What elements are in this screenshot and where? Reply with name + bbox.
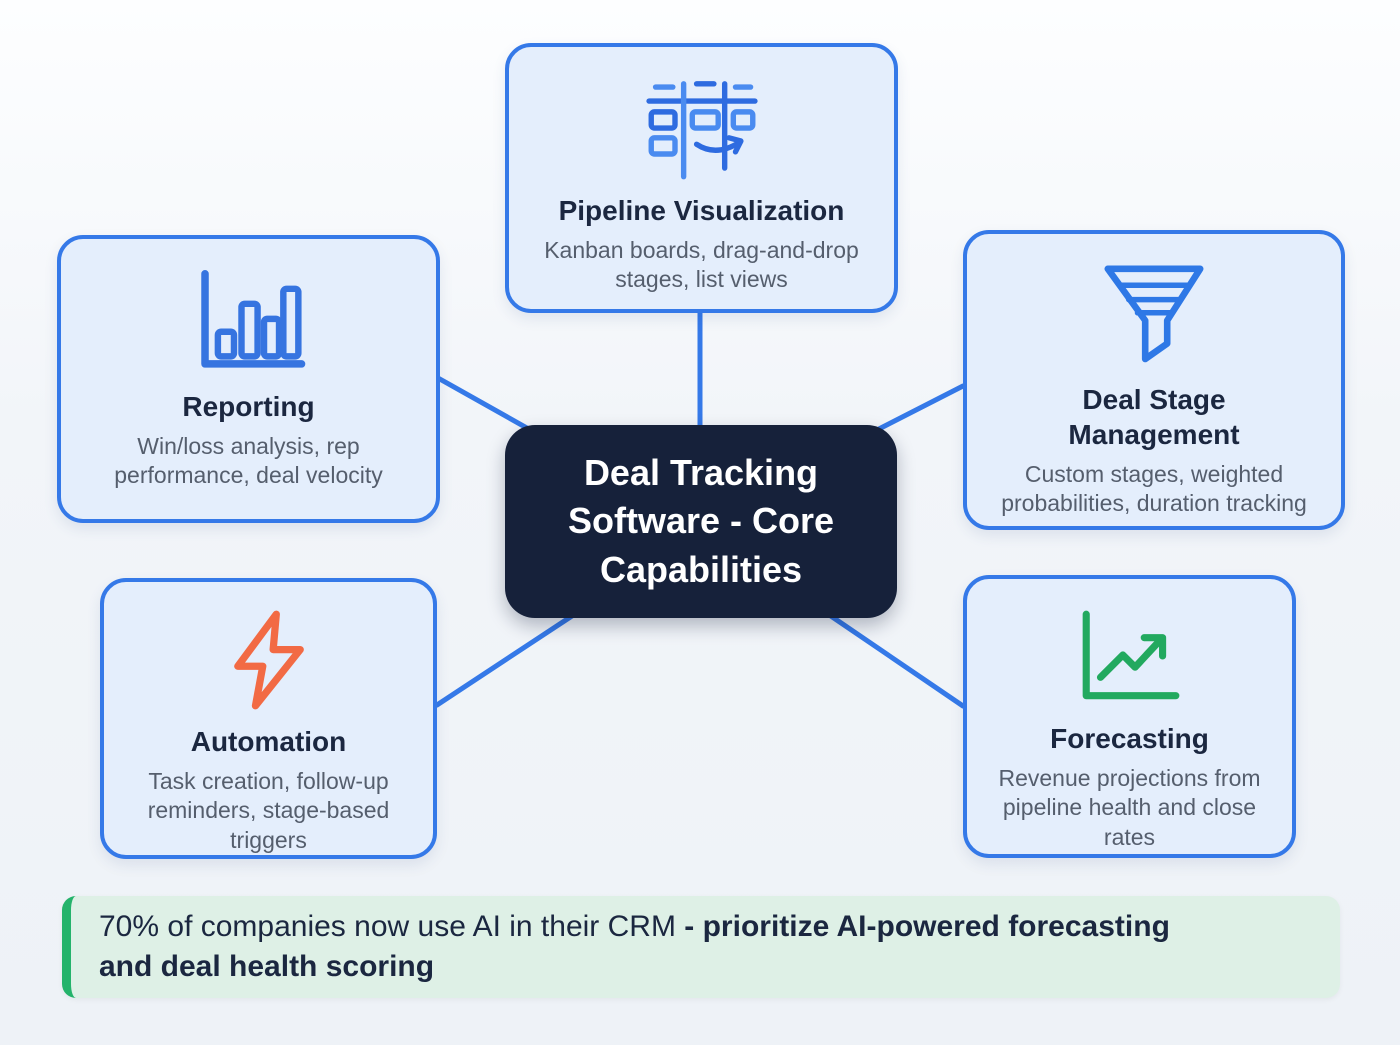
funnel-icon [1098, 260, 1210, 370]
node-description: Custom stages, weighted probabilities, d… [1001, 461, 1307, 517]
node-description: Revenue projections from pipeline health… [998, 765, 1261, 850]
bar-chart-icon [190, 265, 308, 377]
callout-banner: 70% of companies now use AI in their CRM… [62, 896, 1340, 998]
node-description: Task creation, follow-up reminders, stag… [147, 768, 390, 853]
node-description: Win/loss analysis, rep performance, deal… [114, 433, 383, 489]
node-title: Deal Stage Management [1068, 384, 1240, 450]
callout-text: 70% of companies now use AI in their CRM… [99, 907, 1189, 988]
trend-up-icon [1074, 605, 1186, 709]
center-node-label: Deal Tracking Software - Core Capabiliti… [567, 451, 835, 590]
node-description: Kanban boards, drag-and-drop stages, lis… [544, 237, 859, 293]
connector-lower-right [822, 609, 966, 709]
node-title: Automation [190, 726, 347, 757]
kanban-board-icon [642, 73, 762, 181]
center-node: Deal Tracking Software - Core Capabiliti… [505, 425, 897, 618]
node-forecasting: Forecasting Revenue projections from pip… [963, 575, 1296, 858]
callout-text-bold: - prioritize AI-powered forecasting and … [99, 909, 1170, 984]
node-reporting: Reporting Win/loss analysis, rep perform… [57, 235, 440, 523]
node-automation: Automation Task creation, follow-up remi… [100, 578, 437, 859]
node-title: Reporting [182, 391, 315, 422]
node-title: Pipeline Visualization [558, 195, 845, 226]
node-deal-stage-management: Deal Stage Management Custom stages, wei… [963, 230, 1345, 530]
callout-text-normal: 70% of companies now use AI in their CRM [99, 909, 685, 943]
node-pipeline-visualization: Pipeline Visualization Kanban boards, dr… [505, 43, 898, 313]
connector-lower-left [434, 609, 581, 708]
node-title: Forecasting [1050, 723, 1209, 754]
lightning-bolt-icon [217, 608, 321, 712]
